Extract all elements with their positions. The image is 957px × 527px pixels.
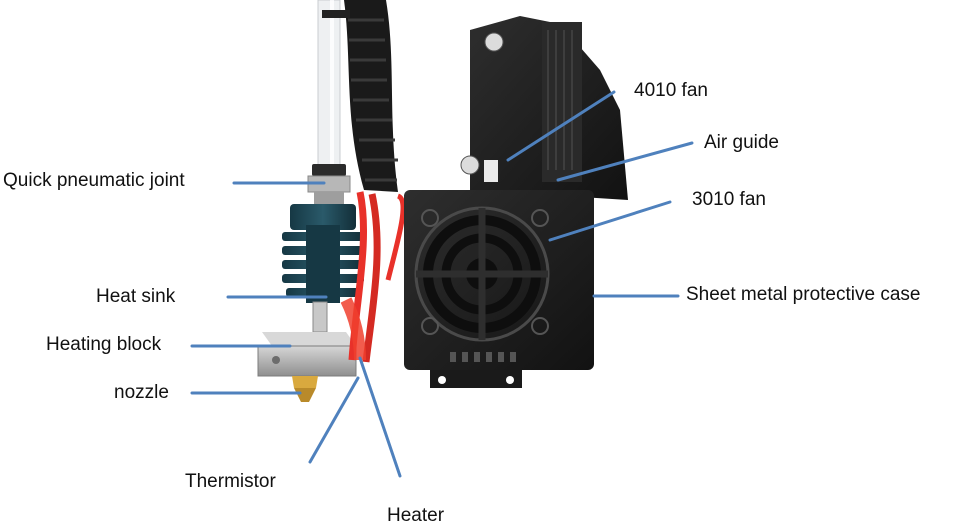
cable-tie <box>322 10 350 18</box>
heat-sink <box>282 204 364 303</box>
nozzle <box>292 376 318 402</box>
leader-air-guide <box>556 141 694 182</box>
label-quick-pneumatic-joint: Quick pneumatic joint <box>3 170 185 191</box>
label-heating-block: Heating block <box>46 334 162 355</box>
label-3010-fan: 3010 fan <box>692 189 766 210</box>
label-nozzle: nozzle <box>114 382 169 403</box>
leader-thermistor <box>308 376 360 464</box>
fan-3010-grille <box>414 206 550 342</box>
label-thermistor: Thermistor <box>185 471 276 492</box>
leader-3010-fan <box>548 200 672 242</box>
pneumatic-fitting <box>307 164 351 204</box>
heating-block <box>257 332 357 377</box>
label-4010-fan: 4010 fan <box>634 80 708 101</box>
heat-break <box>312 301 328 333</box>
label-air-guide: Air guide <box>704 132 779 153</box>
ptfe-tube <box>317 0 341 173</box>
fan-4010-assembly <box>460 16 628 200</box>
label-heater: Heater <box>387 505 445 526</box>
leader-4010-fan <box>506 90 616 162</box>
leader-heater <box>358 356 402 478</box>
label-sheet-metal-case: Sheet metal protective case <box>686 284 921 305</box>
label-heat-sink: Heat sink <box>96 286 176 307</box>
sheet-metal-case <box>404 190 594 388</box>
heater-wires <box>340 191 406 363</box>
corrugated-cable-sleeve <box>322 0 398 192</box>
